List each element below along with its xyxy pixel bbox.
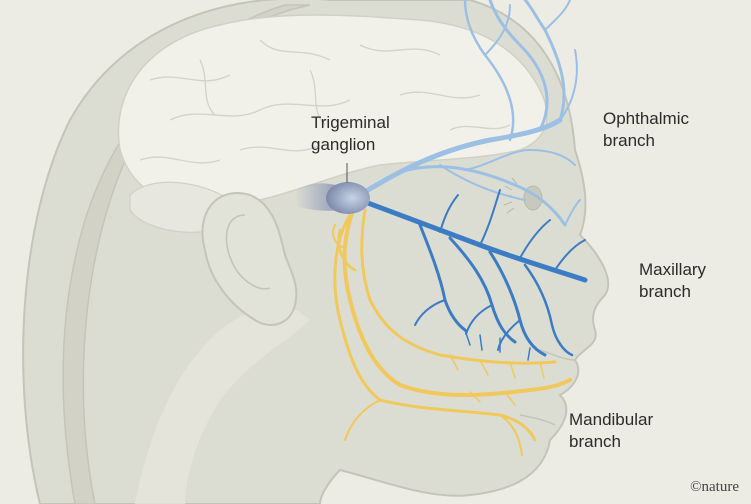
maxillary-branch-label: Maxillary branch bbox=[639, 259, 706, 303]
chin-contour bbox=[519, 414, 556, 426]
mandibular-label-line2: branch bbox=[569, 432, 621, 451]
maxillary-label-line2: branch bbox=[639, 282, 691, 301]
ear-inner bbox=[225, 214, 271, 290]
ear bbox=[201, 192, 298, 326]
mandibular-branch-nerves bbox=[332, 203, 572, 456]
mandibular-branch-label: Mandibular branch bbox=[569, 409, 653, 453]
trigeminal-label-line1: Trigeminal bbox=[311, 113, 390, 132]
nature-credit: ©nature bbox=[690, 479, 739, 495]
trigeminal-ganglion-label: Trigeminal ganglion bbox=[311, 112, 390, 156]
back-of-head-band bbox=[62, 4, 311, 504]
trigeminal-label-line2: ganglion bbox=[311, 135, 376, 154]
mandibular-label-line1: Mandibular bbox=[569, 410, 654, 429]
maxillary-branch-nerves bbox=[357, 189, 588, 361]
neck-band bbox=[135, 306, 310, 504]
lip-contour bbox=[539, 349, 576, 361]
ophthalmic-branch-nerves bbox=[357, 0, 581, 227]
ophthalmic-label-line1: Ophthalmic bbox=[603, 109, 689, 128]
maxillary-label-line1: Maxillary bbox=[639, 260, 707, 279]
ophthalmic-branch-label: Ophthalmic branch bbox=[603, 108, 689, 152]
trigeminal-ganglion bbox=[326, 182, 370, 214]
ophthalmic-label-line2: branch bbox=[603, 131, 655, 150]
brain-folds bbox=[139, 39, 511, 164]
